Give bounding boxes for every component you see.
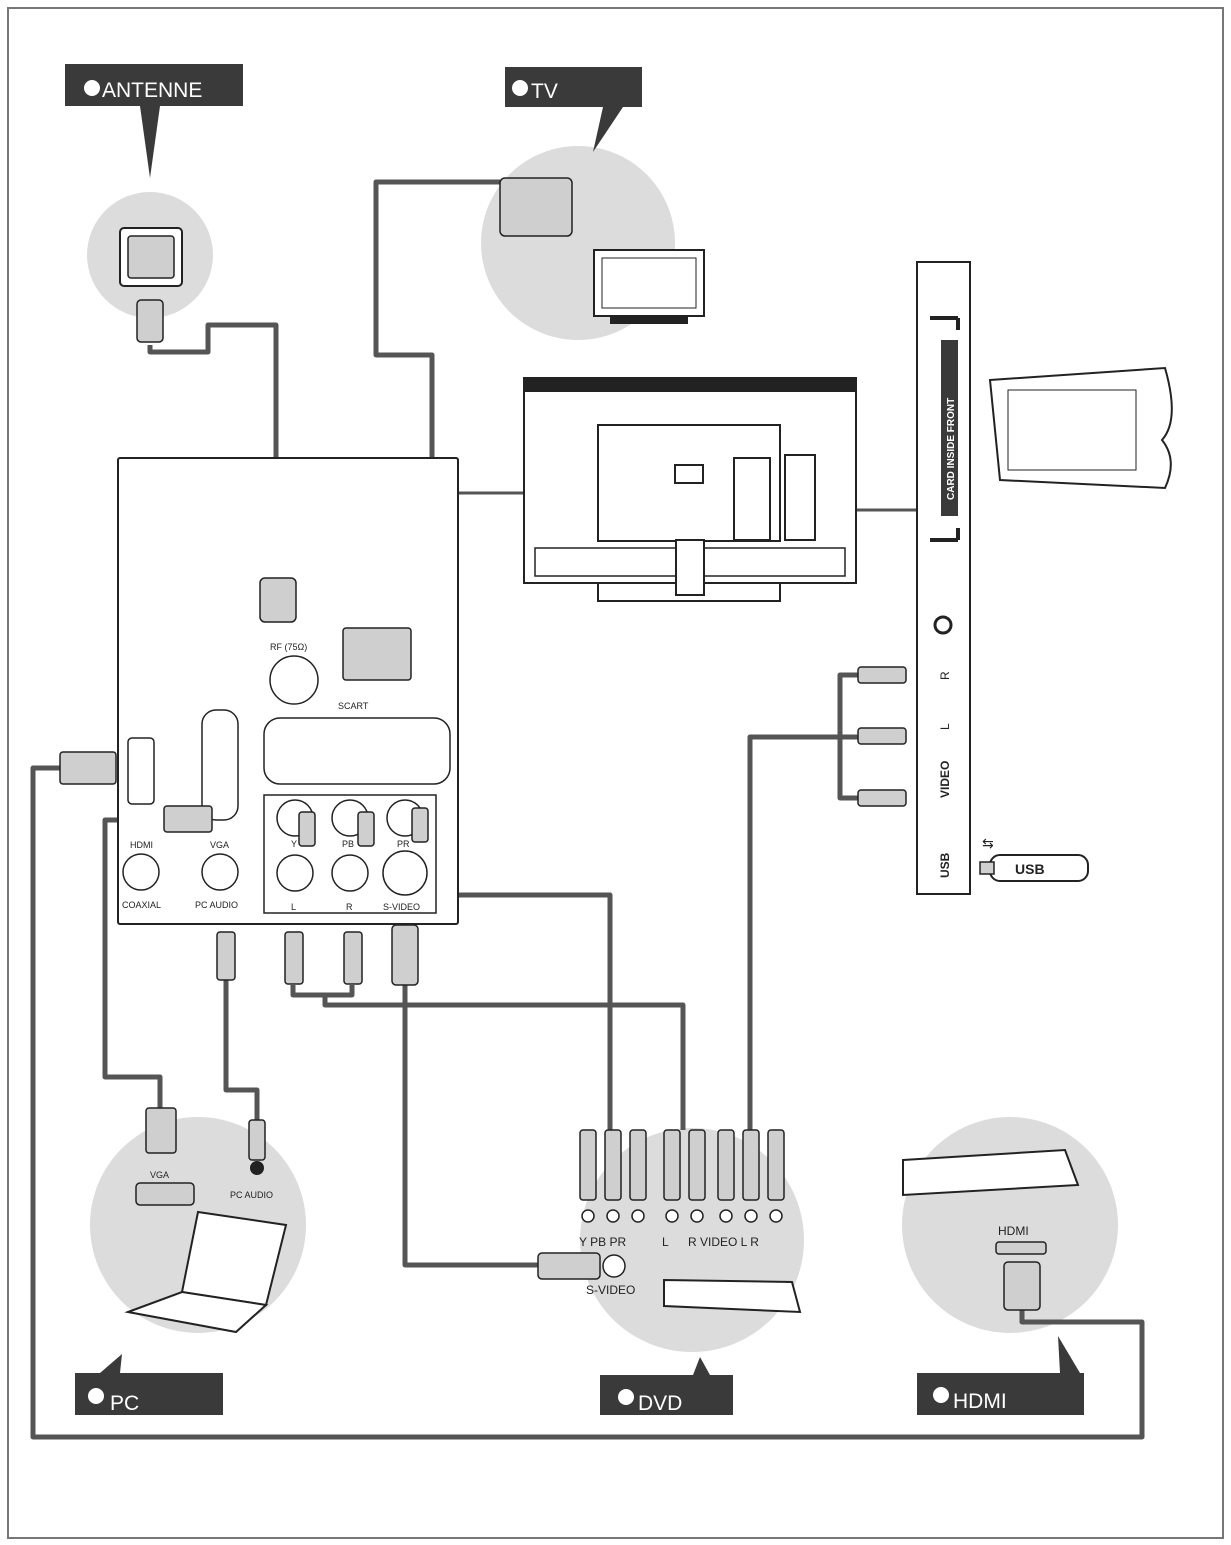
- dvd-device: Y PB PR L R VIDEO L R S-VIDEO: [537, 1129, 802, 1314]
- pb-label: PB: [342, 839, 354, 849]
- hdmi-socket: [127, 737, 155, 805]
- scart-socket: [263, 717, 451, 785]
- coaxial-label: COAXIAL: [122, 900, 161, 910]
- rf-label: RF (75Ω): [270, 642, 307, 652]
- hdmi-cable: [30, 765, 1145, 1440]
- svideo-cable: [402, 985, 540, 1268]
- laptop-keyboard: [124, 1290, 269, 1334]
- svideo-label: S-VIDEO: [383, 902, 420, 912]
- dvd-l-label: L: [662, 1235, 669, 1249]
- scart-plug: [342, 627, 412, 681]
- antenna-plug: [136, 299, 164, 343]
- panel-plugs-below: [216, 924, 419, 986]
- callout-hdmi: HDMI: [917, 1336, 1084, 1415]
- usb-stick: USB ⇆: [979, 836, 1089, 882]
- callout-antenne-label: ANTENNE: [102, 79, 202, 102]
- r-label: R: [346, 902, 353, 912]
- usb-stick-label: USB: [1015, 861, 1045, 877]
- hdmi-device-label: HDMI: [998, 1224, 1029, 1238]
- callout-hdmi-label: HDMI: [953, 1390, 1007, 1413]
- dvd-player: [663, 1278, 802, 1314]
- page-frame: [7, 7, 1224, 1539]
- callout-dvd: DVD: [600, 1357, 733, 1415]
- cables: [30, 179, 1145, 1440]
- callout-pc: PC: [75, 1354, 223, 1415]
- callout-tv: TV: [505, 67, 642, 152]
- dvd-svideo-port: [602, 1254, 626, 1278]
- tv-device: [499, 177, 705, 324]
- hdmi-port-label: HDMI: [130, 840, 153, 850]
- callout-antenne: ANTENNE: [65, 64, 243, 178]
- pc-vga-port: [135, 1182, 195, 1206]
- side-video-label: VIDEO: [938, 761, 952, 798]
- av-port-group: [263, 794, 437, 914]
- side-r-label: R: [938, 671, 952, 680]
- pc-audio-port: [250, 1161, 264, 1175]
- pc-audio-jack: [201, 853, 239, 891]
- dvd-svideo-plug: [537, 1252, 601, 1280]
- pc-device: VGA PC AUDIO: [124, 1107, 288, 1334]
- scart-label: SCART: [338, 701, 369, 711]
- r-jack: [331, 854, 369, 892]
- callout-tv-label: TV: [531, 80, 558, 103]
- pc-audio-cable: [223, 975, 260, 1120]
- pc-audio-plug: [248, 1119, 266, 1161]
- vga-port-label: VGA: [210, 840, 229, 850]
- l-jack: [276, 854, 314, 892]
- tv-back-view: [523, 377, 857, 602]
- lr-audio-cable-b: [325, 985, 355, 998]
- pc-vga-plug: [145, 1107, 177, 1154]
- side-connector-panel: CARD INSIDE FRONT R L VIDEO USB: [857, 261, 971, 895]
- pc-vga-label: VGA: [150, 1170, 169, 1180]
- side-usb-label: USB: [938, 852, 952, 878]
- coaxial-jack: [122, 853, 160, 891]
- lr-audio-cable-a: [290, 985, 686, 1130]
- side-l-label: L: [938, 723, 952, 730]
- vga-socket: [201, 709, 239, 821]
- rear-connector-panel: RF (75Ω) SCART HDMI VGA COAXIAL PC AUDIO…: [59, 457, 459, 925]
- scart-cable: [373, 179, 500, 615]
- callout-pc-label: PC: [110, 1392, 139, 1415]
- rf-jack: [269, 655, 319, 705]
- pr-label: PR: [397, 839, 410, 849]
- dvd-ypbpr-label: Y PB PR: [579, 1235, 626, 1249]
- svideo-jack: [382, 850, 428, 896]
- ci-card: [988, 366, 1173, 490]
- vga-plug: [163, 805, 213, 833]
- pc-audio-label: PC AUDIO: [230, 1190, 273, 1200]
- usb-icon: ⇆: [982, 836, 994, 852]
- dvd-rvideolr-label: R VIDEO L R: [688, 1235, 759, 1249]
- rf-plug: [259, 577, 297, 623]
- headphone-icon: [933, 615, 953, 635]
- callout-dvd-label: DVD: [638, 1392, 682, 1415]
- dvd-svideo-label: S-VIDEO: [586, 1283, 635, 1297]
- antenna-cable: [147, 322, 279, 590]
- hdmi-player: [902, 1148, 1080, 1197]
- laptop-screen: [180, 1210, 288, 1307]
- y-label: Y: [291, 839, 297, 849]
- l-label: L: [291, 902, 296, 912]
- pc-audio-port-label: PC AUDIO: [195, 900, 238, 910]
- antenna-connector: [119, 227, 183, 343]
- scart-plug-top: [499, 177, 573, 237]
- hdmi-plug: [59, 751, 117, 785]
- card-slot-label: CARD INSIDE FRONT: [946, 398, 957, 500]
- hdmi-device-plug: [1003, 1261, 1041, 1311]
- side-av-cable-b: [747, 734, 860, 1130]
- hdmi-source-device: HDMI: [902, 1148, 1080, 1311]
